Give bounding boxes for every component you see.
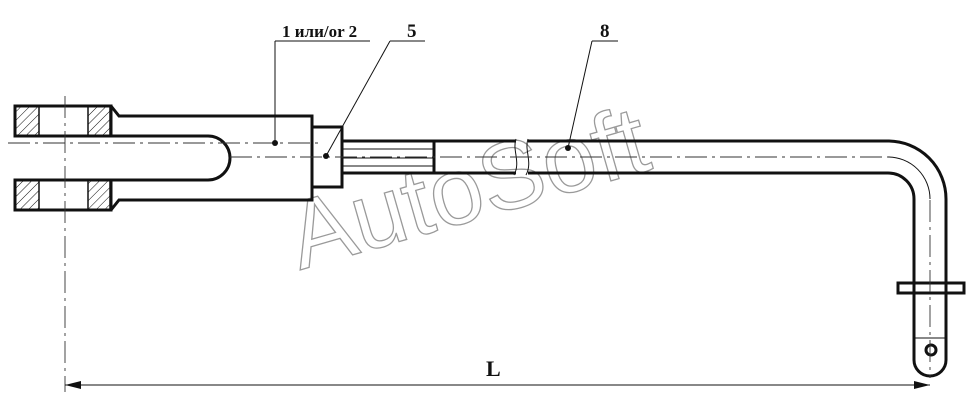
upper-jaw-hatch-right [87, 105, 111, 137]
pin-hole [924, 343, 938, 357]
rod-inner-edge [528, 171, 916, 338]
leader-8 [567, 40, 593, 149]
thread-lines [342, 148, 434, 167]
callout-label-8: 8 [600, 21, 610, 42]
callout-label-5: 5 [407, 21, 417, 42]
thread-outline [342, 139, 434, 175]
leader-dot-1 [272, 140, 278, 146]
fork-slot [111, 134, 232, 182]
rod-left-segment [434, 139, 516, 175]
rod-outer-edge [528, 139, 948, 338]
bend-centerline [887, 156, 931, 200]
threaded-rod [342, 139, 436, 175]
upper-jaw-hatch-left [14, 105, 40, 137]
leader-dot-8 [565, 145, 571, 151]
centerlines [8, 96, 931, 392]
lower-jaw-hatch-right [87, 179, 111, 211]
dimension-arrow-right [914, 381, 930, 389]
callout-label-1-or-2: 1 или/or 2 [282, 22, 357, 41]
dimension-l [65, 381, 930, 389]
lower-jaw-hatch-left [14, 179, 40, 211]
break-line-right [525, 138, 530, 176]
dimension-arrow-left [65, 381, 81, 389]
break-line-left [513, 138, 518, 176]
dimension-label-l: L [486, 356, 501, 381]
leaders [272, 40, 618, 159]
rod-part-8 [434, 138, 948, 338]
leader-5 [325, 40, 391, 157]
pin-end [896, 281, 966, 378]
clevis-fork [13, 104, 314, 212]
leader-dot-5 [323, 153, 329, 159]
collar [896, 281, 966, 295]
